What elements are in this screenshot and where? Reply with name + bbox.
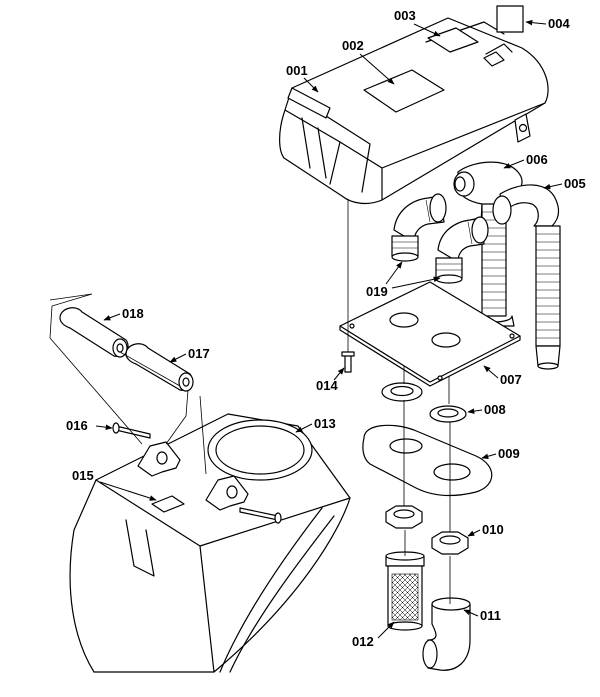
- callout-003: 003: [394, 8, 441, 37]
- callout-001: 001: [286, 63, 319, 93]
- callout-label: 007: [500, 372, 522, 387]
- callout-006: 006: [503, 152, 548, 169]
- bolt-lower: [239, 507, 282, 524]
- callout-008: 008: [467, 402, 506, 417]
- callout-label: 005: [564, 176, 586, 191]
- callout-018: 018: [103, 306, 144, 321]
- callout-012: 012: [352, 621, 395, 649]
- callout-016: 016: [66, 418, 113, 433]
- callout-label: 004: [548, 16, 570, 31]
- callout-label: 019: [366, 284, 388, 299]
- callout-007: 007: [483, 365, 522, 387]
- callout-label: 010: [482, 522, 504, 537]
- callout-label: 016: [66, 418, 88, 433]
- callout-015: 015: [72, 468, 157, 501]
- callout-label: 009: [498, 446, 520, 461]
- handle-tube-018: [59, 307, 129, 358]
- callout-011: 011: [463, 608, 501, 623]
- gasket-ring-left: [381, 382, 423, 402]
- label-plate-002: [363, 69, 445, 113]
- callout-label: 006: [526, 152, 548, 167]
- callout-005: 005: [543, 176, 586, 191]
- strainer-012: [385, 551, 425, 631]
- nut-left: [385, 505, 423, 529]
- callout-label: 013: [314, 416, 336, 431]
- callout-label: 011: [480, 608, 501, 623]
- mounting-plate-007: [339, 281, 521, 387]
- callout-label: 017: [188, 346, 210, 361]
- nut-010: [431, 531, 469, 555]
- callout-label: 015: [72, 468, 94, 483]
- callout-017: 017: [169, 346, 210, 363]
- elbow-fitting-019b: [435, 216, 489, 284]
- elbow-fitting-011: [422, 597, 471, 671]
- tank-013: [69, 413, 351, 673]
- hose-005: [492, 184, 561, 370]
- screw-014: [341, 200, 355, 373]
- callout-label: 002: [342, 38, 364, 53]
- label-plate-015: [151, 495, 185, 513]
- callout-014: 014: [316, 367, 345, 393]
- gasket-ring-008: [429, 405, 467, 423]
- callout-009: 009: [481, 446, 520, 461]
- handle-tube-017: [125, 343, 194, 392]
- bolt-016: [112, 422, 151, 439]
- callout-label: 014: [316, 378, 338, 393]
- callout-label: 012: [352, 634, 374, 649]
- callout-label: 008: [484, 402, 506, 417]
- gasket-009: [362, 424, 493, 497]
- callout-002: 002: [342, 38, 395, 85]
- callout-010: 010: [467, 522, 504, 537]
- callout-label: 018: [122, 306, 144, 321]
- decal-004: [496, 5, 524, 33]
- callout-019: 019: [366, 261, 441, 299]
- callout-013: 013: [295, 416, 336, 433]
- elbow-fitting-019a: [391, 193, 447, 262]
- callout-label: 001: [286, 63, 308, 78]
- callout-004: 004: [525, 16, 570, 31]
- callout-label: 003: [394, 8, 416, 23]
